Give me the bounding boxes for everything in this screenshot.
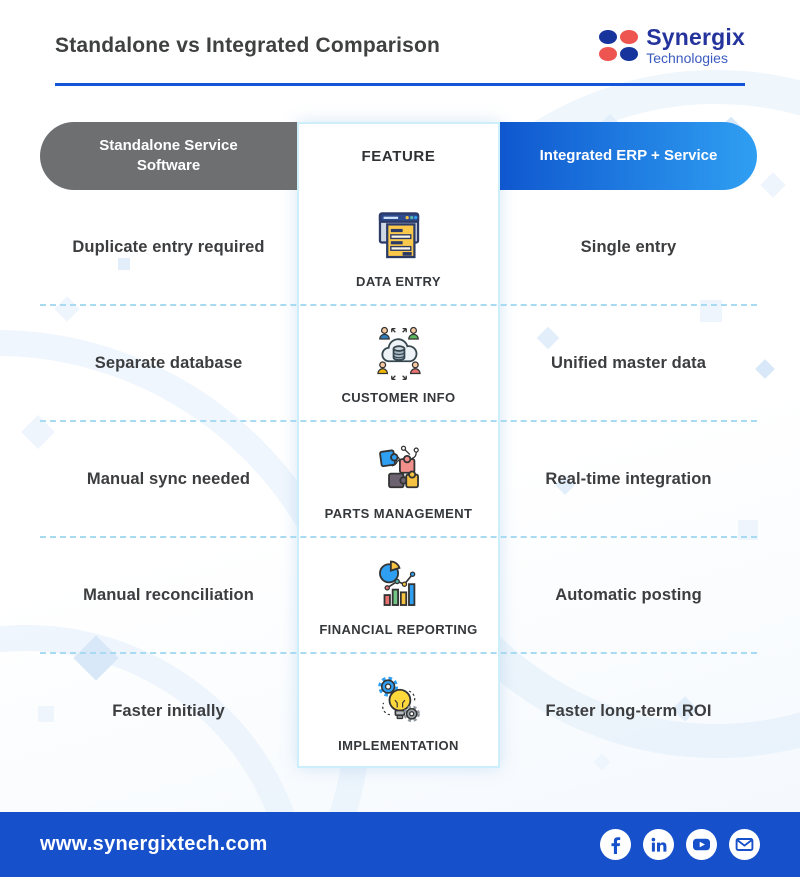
table-row: Manual reconciliation (40, 538, 757, 654)
website-link[interactable]: www.synergixtech.com (40, 833, 268, 855)
table-body: Duplicate entry required DATA (40, 190, 757, 768)
table-row: Separate database (40, 306, 757, 422)
title-underline (55, 83, 745, 86)
integrated-value: Single entry (580, 237, 677, 256)
integrated-column-header: Integrated ERP + Service (500, 122, 757, 190)
standalone-value: Separate database (94, 353, 243, 372)
brand-logo: Synergix Technologies (599, 26, 745, 65)
feature-column-header: FEATURE (361, 147, 436, 165)
integrated-value: Real-time integration (545, 469, 712, 488)
feature-label: IMPLEMENTATION (338, 738, 459, 753)
standalone-value: Duplicate entry required (72, 237, 265, 256)
footer-bar: www.synergixtech.com (0, 812, 800, 877)
standalone-value: Manual sync needed (86, 469, 251, 488)
standalone-column-header: Standalone Service Software (40, 122, 297, 190)
logo-dots-icon (599, 30, 639, 61)
feature-label: DATA ENTRY (356, 274, 441, 289)
linkedin-icon[interactable] (643, 829, 674, 860)
logo-sub-text: Technologies (646, 50, 728, 66)
feature-label: PARTS MANAGEMENT (324, 506, 473, 521)
integrated-value: Unified master data (550, 353, 707, 372)
form-window-icon (378, 212, 419, 259)
table-header-row: Standalone Service Software FEATURE Inte… (40, 122, 757, 190)
cloud-users-icon (376, 326, 421, 381)
table-row: Duplicate entry required DATA (40, 190, 757, 306)
standalone-value: Manual reconciliation (83, 585, 254, 604)
puzzle-icon (378, 445, 419, 489)
feature-label: FINANCIAL REPORTING (319, 622, 478, 637)
integrated-value: Faster long-term ROI (545, 701, 712, 720)
comparison-table: Standalone Service Software FEATURE Inte… (40, 122, 757, 768)
table-row: Manual sync needed (40, 422, 757, 538)
bulb-gears-icon (377, 676, 420, 722)
page-title: Standalone vs Integrated Comparison (55, 33, 441, 57)
integrated-value: Automatic posting (555, 585, 702, 604)
charts-icon (378, 560, 415, 606)
standalone-value: Faster initially (112, 701, 225, 720)
email-icon[interactable] (729, 829, 760, 860)
youtube-icon[interactable] (686, 829, 717, 860)
social-links (600, 829, 760, 860)
facebook-icon[interactable] (600, 829, 631, 860)
feature-label: CUSTOMER INFO (341, 390, 456, 405)
table-row: Faster initially (40, 654, 757, 768)
header: Standalone vs Integrated Comparison Syne… (55, 26, 745, 66)
logo-brand-text: Synergix (646, 24, 745, 50)
